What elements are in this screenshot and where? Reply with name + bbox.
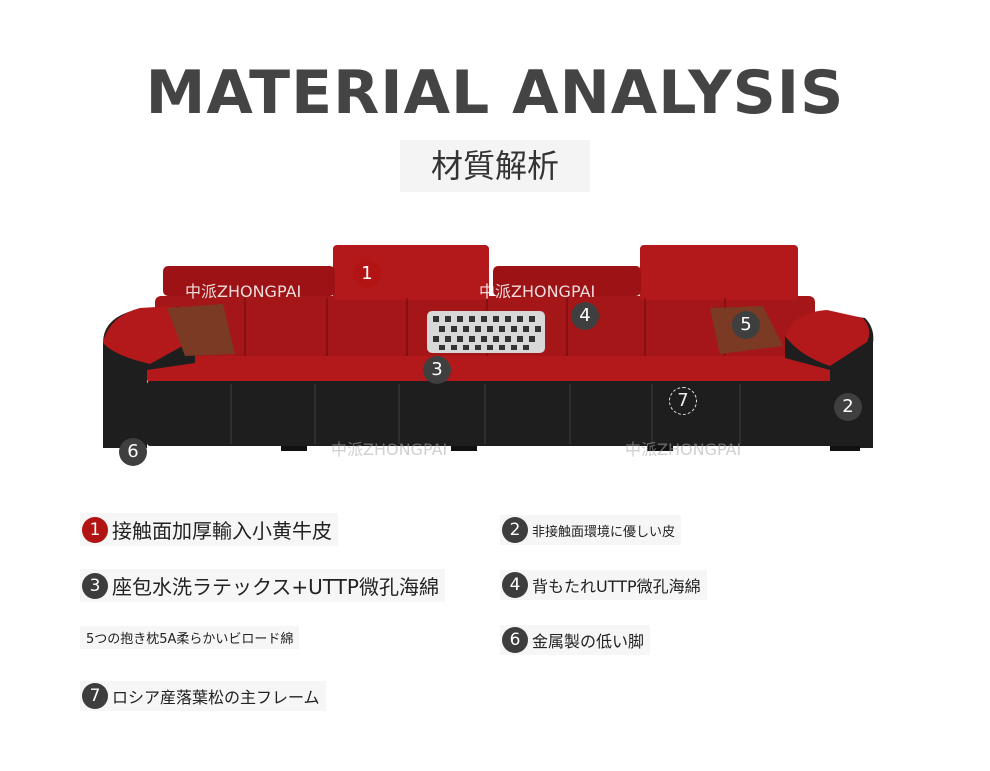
- feature-text: 座包水洗ラテックス+UTTP微孔海綿: [112, 575, 439, 599]
- marker-1: 1: [353, 260, 381, 288]
- feature-3: 3 座包水洗ラテックス+UTTP微孔海綿: [80, 569, 445, 602]
- marker-4: 4: [571, 302, 599, 330]
- watermark-text: 中派ZHONGPAI: [185, 282, 302, 301]
- feature-text: 背もたれUTTP微孔海綿: [532, 577, 701, 596]
- headrest-folded-left: [163, 266, 335, 296]
- headrest-right: [640, 245, 798, 300]
- feature-text: 非接触面環境に優しい皮: [532, 524, 676, 540]
- marker-6: 6: [119, 438, 147, 466]
- seat-top: [147, 356, 833, 384]
- feature-5: 5つの抱き枕5A柔らかいビロード綿: [80, 626, 300, 649]
- feature-number: 7: [82, 683, 108, 709]
- feature-text: 接触面加厚輸入小黄牛皮: [112, 519, 332, 543]
- feature-2: 2 非接触面環境に優しい皮: [500, 515, 682, 545]
- sofa-base: [147, 381, 837, 446]
- feature-number: 4: [502, 572, 528, 598]
- watermark-text: 中派ZHONGPAI: [331, 440, 448, 459]
- marker-3: 3: [423, 356, 451, 384]
- marker-7: 7: [669, 387, 697, 415]
- sofa-illustration: [103, 245, 874, 451]
- feature-text: 5つの抱き枕5A柔らかいビロード綿: [86, 632, 294, 647]
- pillow-houndstooth: [427, 311, 545, 353]
- feature-number: 1: [82, 516, 108, 543]
- feature-number: 3: [82, 572, 108, 599]
- pillow-brown-left: [167, 304, 235, 356]
- feature-text: 金属製の低い脚: [532, 632, 645, 651]
- watermark-text: 中派ZHONGPAI: [625, 440, 742, 459]
- feature-number: 6: [502, 627, 528, 653]
- page-title: MATERIAL ANALYSIS: [145, 58, 845, 128]
- feature-4: 4 背もたれUTTP微孔海綿: [500, 570, 707, 600]
- feature-7: 7 ロシア産落葉松の主フレーム: [80, 681, 326, 711]
- watermark-text: 中派ZHONGPAI: [479, 282, 596, 301]
- feature-number: 2: [502, 517, 528, 543]
- sofa-image: 中派ZHONGPAI 中派ZHONGPAI 中派ZHONGPAI 中派ZHONG…: [95, 238, 885, 468]
- page-subtitle: 材質解析: [400, 140, 590, 192]
- feature-1: 1 接触面加厚輸入小黄牛皮: [80, 513, 338, 546]
- marker-5: 5: [732, 311, 760, 339]
- marker-2: 2: [834, 393, 862, 421]
- headrest-folded-center: [493, 266, 641, 296]
- feature-6: 6 金属製の低い脚: [500, 625, 651, 655]
- feature-text: ロシア産落葉松の主フレーム: [112, 688, 320, 707]
